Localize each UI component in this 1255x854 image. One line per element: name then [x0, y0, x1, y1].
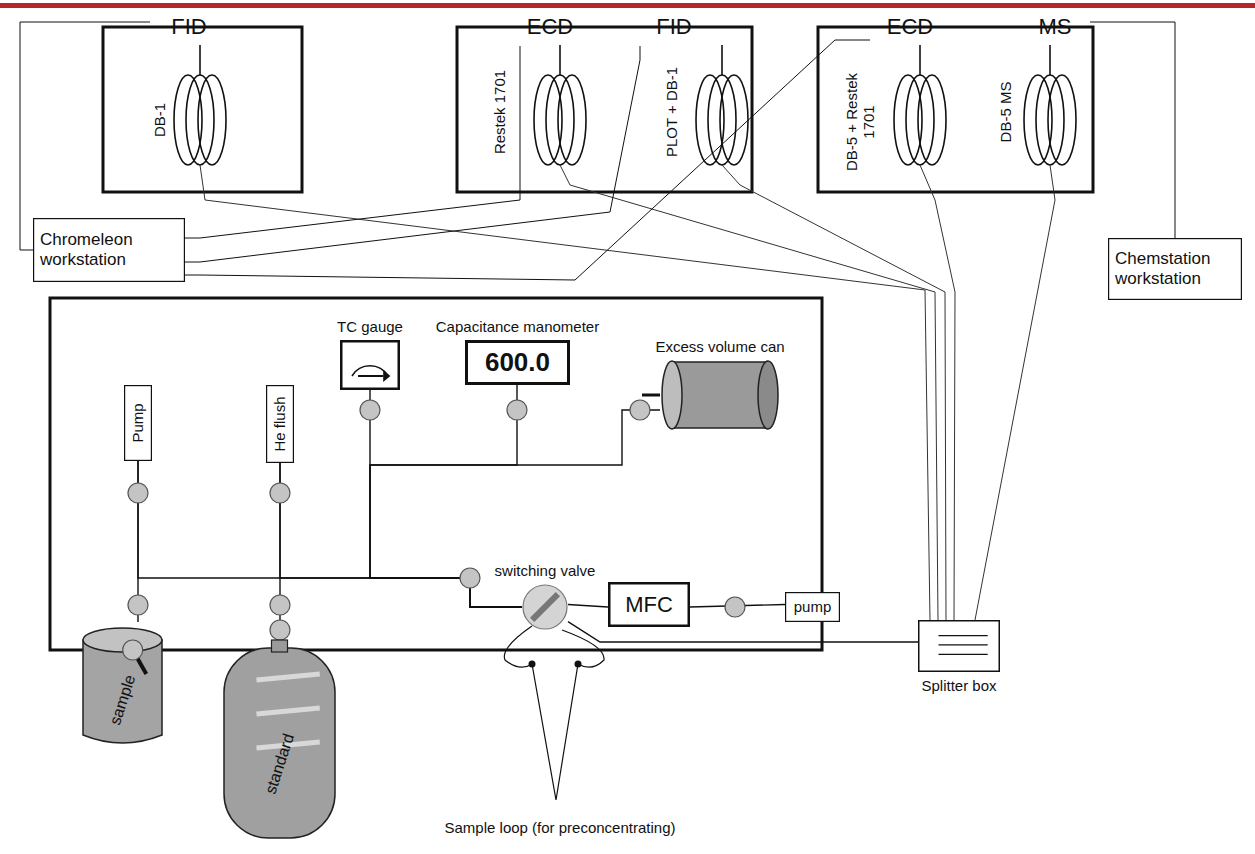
ms-detector: MS [1020, 8, 1090, 46]
column-label: DB-5 MS [997, 82, 1014, 143]
node-text: FID [656, 14, 691, 39]
top-bar [0, 3, 1255, 8]
tc-gauge: TC gauge [340, 340, 400, 390]
workstation-box: Chromeleon workstation [33, 218, 185, 282]
splitter-box: Splitter box [918, 620, 1000, 672]
connector-line [138, 461, 522, 607]
node-text: Excess volume can [655, 338, 784, 355]
connector [138, 461, 522, 607]
gc-ovens [50, 27, 1093, 650]
connector-line [370, 410, 660, 607]
ecd-detector: ECD [510, 8, 590, 46]
connector-line [185, 46, 520, 238]
connector-line [185, 46, 640, 262]
node-text: ECD [887, 14, 933, 39]
sample-canister: sample [80, 622, 165, 747]
manometer-display: Capacitance manometer600.0 [465, 340, 570, 385]
connector-line [1090, 22, 1175, 238]
workstation-box: Chemstation workstation [1108, 238, 1242, 300]
node-outline [340, 340, 400, 390]
connector [20, 22, 150, 250]
node-text: switching valve [495, 562, 596, 579]
node-outline [918, 620, 1000, 672]
node-text: Capacitance manometer [436, 318, 599, 335]
column-label: Restek 1701 [491, 70, 508, 154]
ecd-detector: ECD [870, 8, 950, 46]
node-text: pump [794, 598, 832, 615]
connector [185, 40, 870, 280]
node-text: MS [1039, 14, 1072, 39]
node-outline [660, 360, 780, 430]
node-text: He flush [271, 396, 288, 451]
standard-cylinder: standard [222, 640, 337, 840]
node-text: Chemstation workstation [1115, 249, 1233, 288]
mass-flow-controller: MFC [608, 582, 690, 627]
loop-fittings [529, 661, 582, 668]
pump-box: Pump [124, 385, 152, 461]
node-text: MFC [625, 592, 673, 617]
switching-valve: switching valve [522, 584, 568, 630]
valves [128, 400, 745, 640]
connector [1090, 22, 1175, 238]
fid-detector: FID [635, 8, 713, 46]
column-label: DB-1 [151, 103, 168, 137]
node-text: Chromeleon workstation [40, 230, 176, 269]
volume-can: Excess volume can [660, 360, 780, 430]
connector [370, 410, 660, 607]
sample-loop [504, 626, 604, 800]
connector [568, 605, 608, 608]
node-outline [522, 584, 568, 630]
connector-line [20, 22, 150, 250]
node-text: FID [171, 14, 206, 39]
connector-line [280, 463, 522, 607]
node-text: Pump [129, 403, 146, 442]
connector-line [185, 40, 870, 280]
column-transfer-lines [200, 165, 1055, 620]
column-label: PLOT + DB-1 [663, 67, 680, 157]
node-text: TC gauge [337, 318, 403, 335]
node-text: ECD [527, 14, 573, 39]
gc-columns [174, 45, 1076, 165]
column-label: DB-5 + Restek 1701 [843, 72, 878, 172]
pump-box: pump [785, 592, 840, 622]
node-text: Splitter box [921, 677, 996, 694]
node-text: 600.0 [485, 348, 550, 378]
connector-line [568, 605, 608, 608]
gas-flush-box: He flush [266, 385, 294, 463]
connector [185, 46, 520, 238]
connector [185, 46, 640, 262]
fid-detector: FID [150, 8, 228, 46]
connector [280, 463, 522, 607]
loop-caption: Sample loop (for preconcentrating) [445, 819, 676, 836]
